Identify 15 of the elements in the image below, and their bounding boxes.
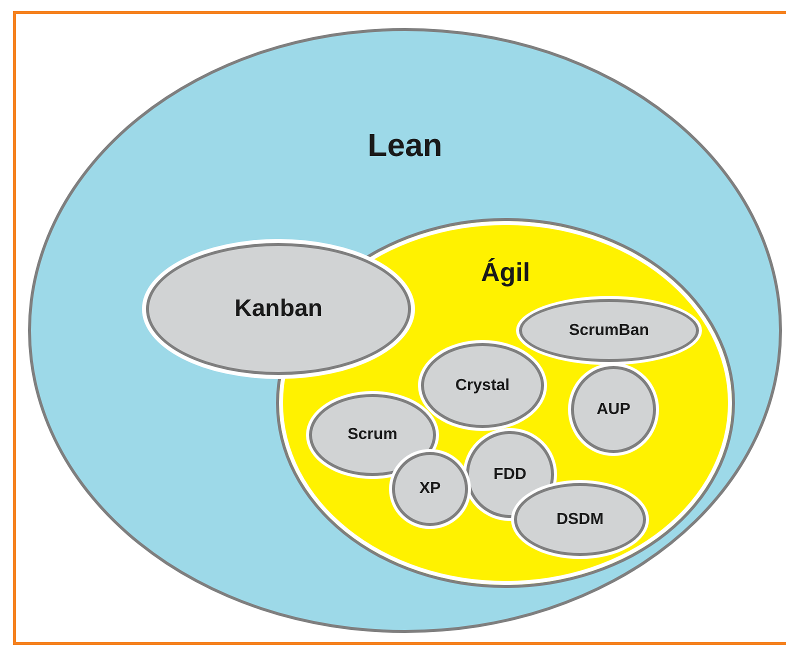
method-ellipse xyxy=(571,366,656,453)
ellipse-label: Lean xyxy=(368,129,442,161)
ellipse-label: AUP xyxy=(596,402,630,418)
ellipse-label: FDD xyxy=(494,466,526,482)
ellipse-label: XP xyxy=(419,481,441,497)
method-ellipse xyxy=(514,483,646,556)
ellipse-label: Scrum xyxy=(348,427,398,443)
method-ellipse xyxy=(392,452,468,526)
ellipse-label: Ágil xyxy=(480,259,530,285)
ellipse-label: DSDM xyxy=(556,512,604,528)
ellipse-label: Crystal xyxy=(455,378,510,394)
ellipse-label: ScrumBan xyxy=(568,322,650,338)
ellipse-label: Kanban xyxy=(234,297,322,321)
method-ellipse xyxy=(421,343,544,428)
method-ellipse xyxy=(519,299,699,362)
